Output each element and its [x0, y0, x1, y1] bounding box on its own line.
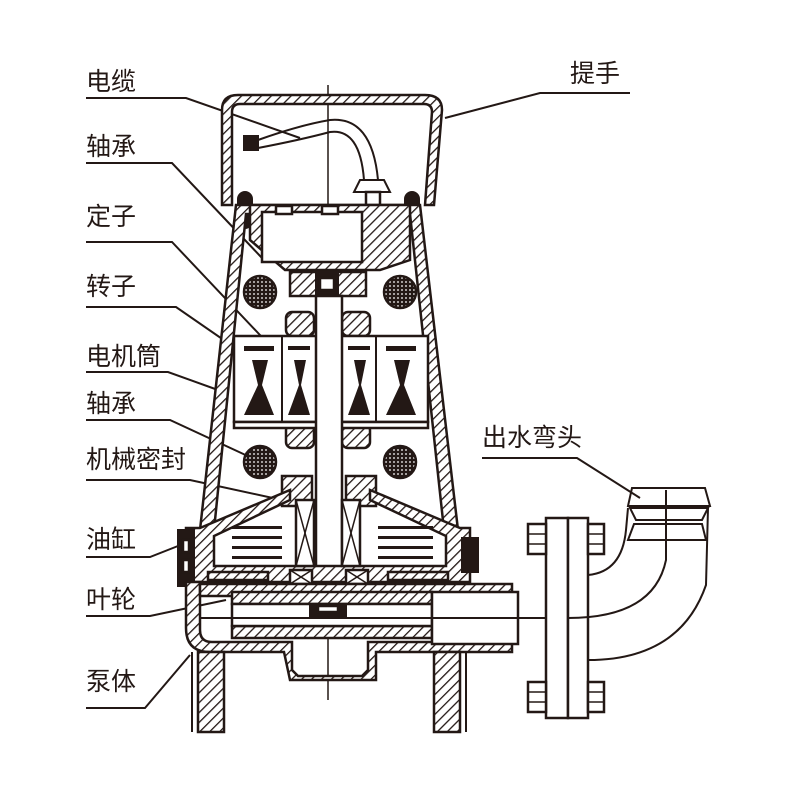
label-handle: 提手 — [444, 59, 630, 119]
svg-text:轴承: 轴承 — [86, 389, 136, 418]
label-impeller: 叶轮 — [86, 585, 227, 617]
coil-end-top-left — [242, 274, 278, 310]
label-rotor: 转子 — [86, 272, 297, 391]
svg-text:泵体: 泵体 — [86, 667, 136, 696]
coil-end-bottom-left — [242, 444, 278, 480]
label-mechanical-seal: 机械密封 — [86, 445, 283, 501]
svg-text:提手: 提手 — [570, 59, 620, 88]
oil-chamber-fill-lines — [232, 526, 433, 559]
svg-text:电机筒: 电机筒 — [86, 342, 161, 371]
label-pump-body: 泵体 — [86, 654, 191, 709]
svg-text:叶轮: 叶轮 — [86, 585, 136, 614]
svg-text:定子: 定子 — [86, 202, 136, 231]
handle-hood — [220, 93, 444, 207]
svg-text:机械密封: 机械密封 — [86, 445, 186, 474]
label-lower-bearing: 轴承 — [86, 389, 253, 459]
impeller — [230, 590, 434, 640]
oil-plug-right — [461, 537, 479, 573]
pump-body — [184, 580, 514, 682]
svg-text:油缸: 油缸 — [86, 525, 136, 554]
label-stator: 定子 — [86, 202, 277, 353]
label-cable: 电缆 — [86, 67, 301, 139]
foot-right — [432, 650, 462, 734]
label-outlet-elbow: 出水弯头 — [482, 423, 641, 499]
junction-box — [260, 210, 364, 264]
label-oil-chamber: 油缸 — [86, 525, 179, 558]
oil-chamber — [184, 488, 472, 584]
coil-end-bottom-right — [382, 444, 418, 480]
shaft — [314, 294, 344, 618]
outlet-elbow — [567, 487, 712, 661]
oil-plug-left — [177, 529, 195, 587]
svg-text:轴承: 轴承 — [86, 132, 136, 161]
label-motor-housing: 电机筒 — [86, 342, 219, 391]
foot-left — [196, 650, 226, 734]
svg-text:电缆: 电缆 — [86, 67, 136, 96]
svg-text:出水弯头: 出水弯头 — [482, 423, 582, 452]
label-upper-bearing: 轴承 — [86, 132, 263, 259]
coil-end-top-right — [382, 274, 418, 310]
svg-text:转子: 转子 — [86, 272, 136, 301]
